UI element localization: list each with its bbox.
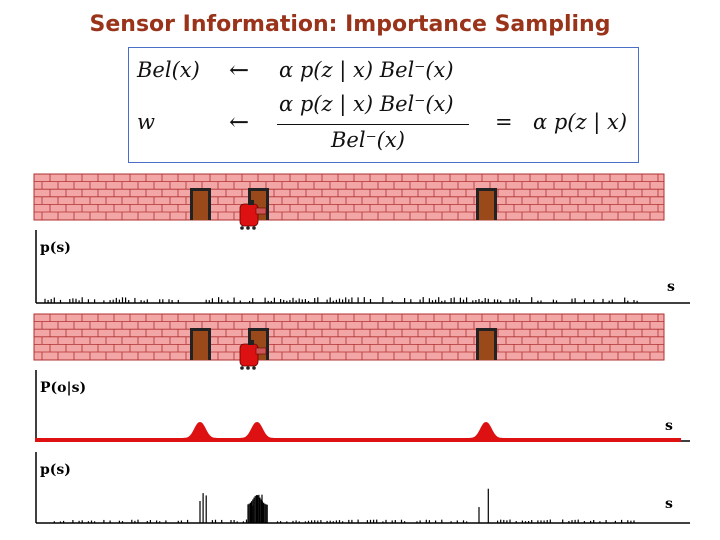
posterior-label: p(s) [40,462,71,478]
corridor-wall-2-drawing [33,313,665,370]
robot-wheel [252,366,256,370]
robot-head [248,340,254,345]
likelihood-area [35,421,681,442]
prior-particles [44,297,638,303]
robot-body [239,343,259,367]
formula-bel-rhs: α p(z | x) Bel⁻(x) [279,58,454,82]
corridor-wall-1-drawing [33,173,665,230]
formula-denominator: Bel⁻(x) [331,128,405,152]
corridor-wall-2 [33,313,665,370]
door [479,191,494,220]
likelihood-curve [35,421,681,442]
robot-wheel [252,226,256,230]
door [193,191,208,220]
formula-arrow-2: ← [229,108,250,136]
door [193,331,208,360]
formula-w-rhs: α p(z | x) [533,110,628,134]
robot-wheel [240,226,244,230]
robot-head [248,200,254,205]
formula-numerator: α p(z | x) Bel⁻(x) [279,92,454,116]
formula-w: w [137,110,155,134]
fraction-line [277,124,469,125]
robot-wheel [240,366,244,370]
posterior-axis-label: s [665,496,673,512]
robot-wheel [246,366,250,370]
formula-arrow-1: ← [229,56,250,84]
likelihood-label: P(o|s) [40,380,87,396]
door [479,331,494,360]
robot-sensor [255,347,267,355]
posterior-particles [53,488,635,523]
formula-bel: Bel(x) [137,58,200,82]
likelihood-axis-label: s [665,418,673,434]
slide-title: Sensor Information: Importance Sampling [89,12,611,37]
robot-body [239,203,259,227]
formula-box: Bel(x) ← α p(z | x) Bel⁻(x) w ← α p(z | … [128,47,639,163]
likelihood-plot [35,370,690,442]
prior-label: p(s) [40,240,71,256]
robot-sensor [255,207,267,215]
corridor-wall-1 [33,173,665,230]
prior-plot [35,230,690,304]
robot-wheel [246,226,250,230]
posterior-plot [35,452,690,524]
formula-equals: = [495,110,513,134]
prior-axis-label: s [667,279,675,295]
